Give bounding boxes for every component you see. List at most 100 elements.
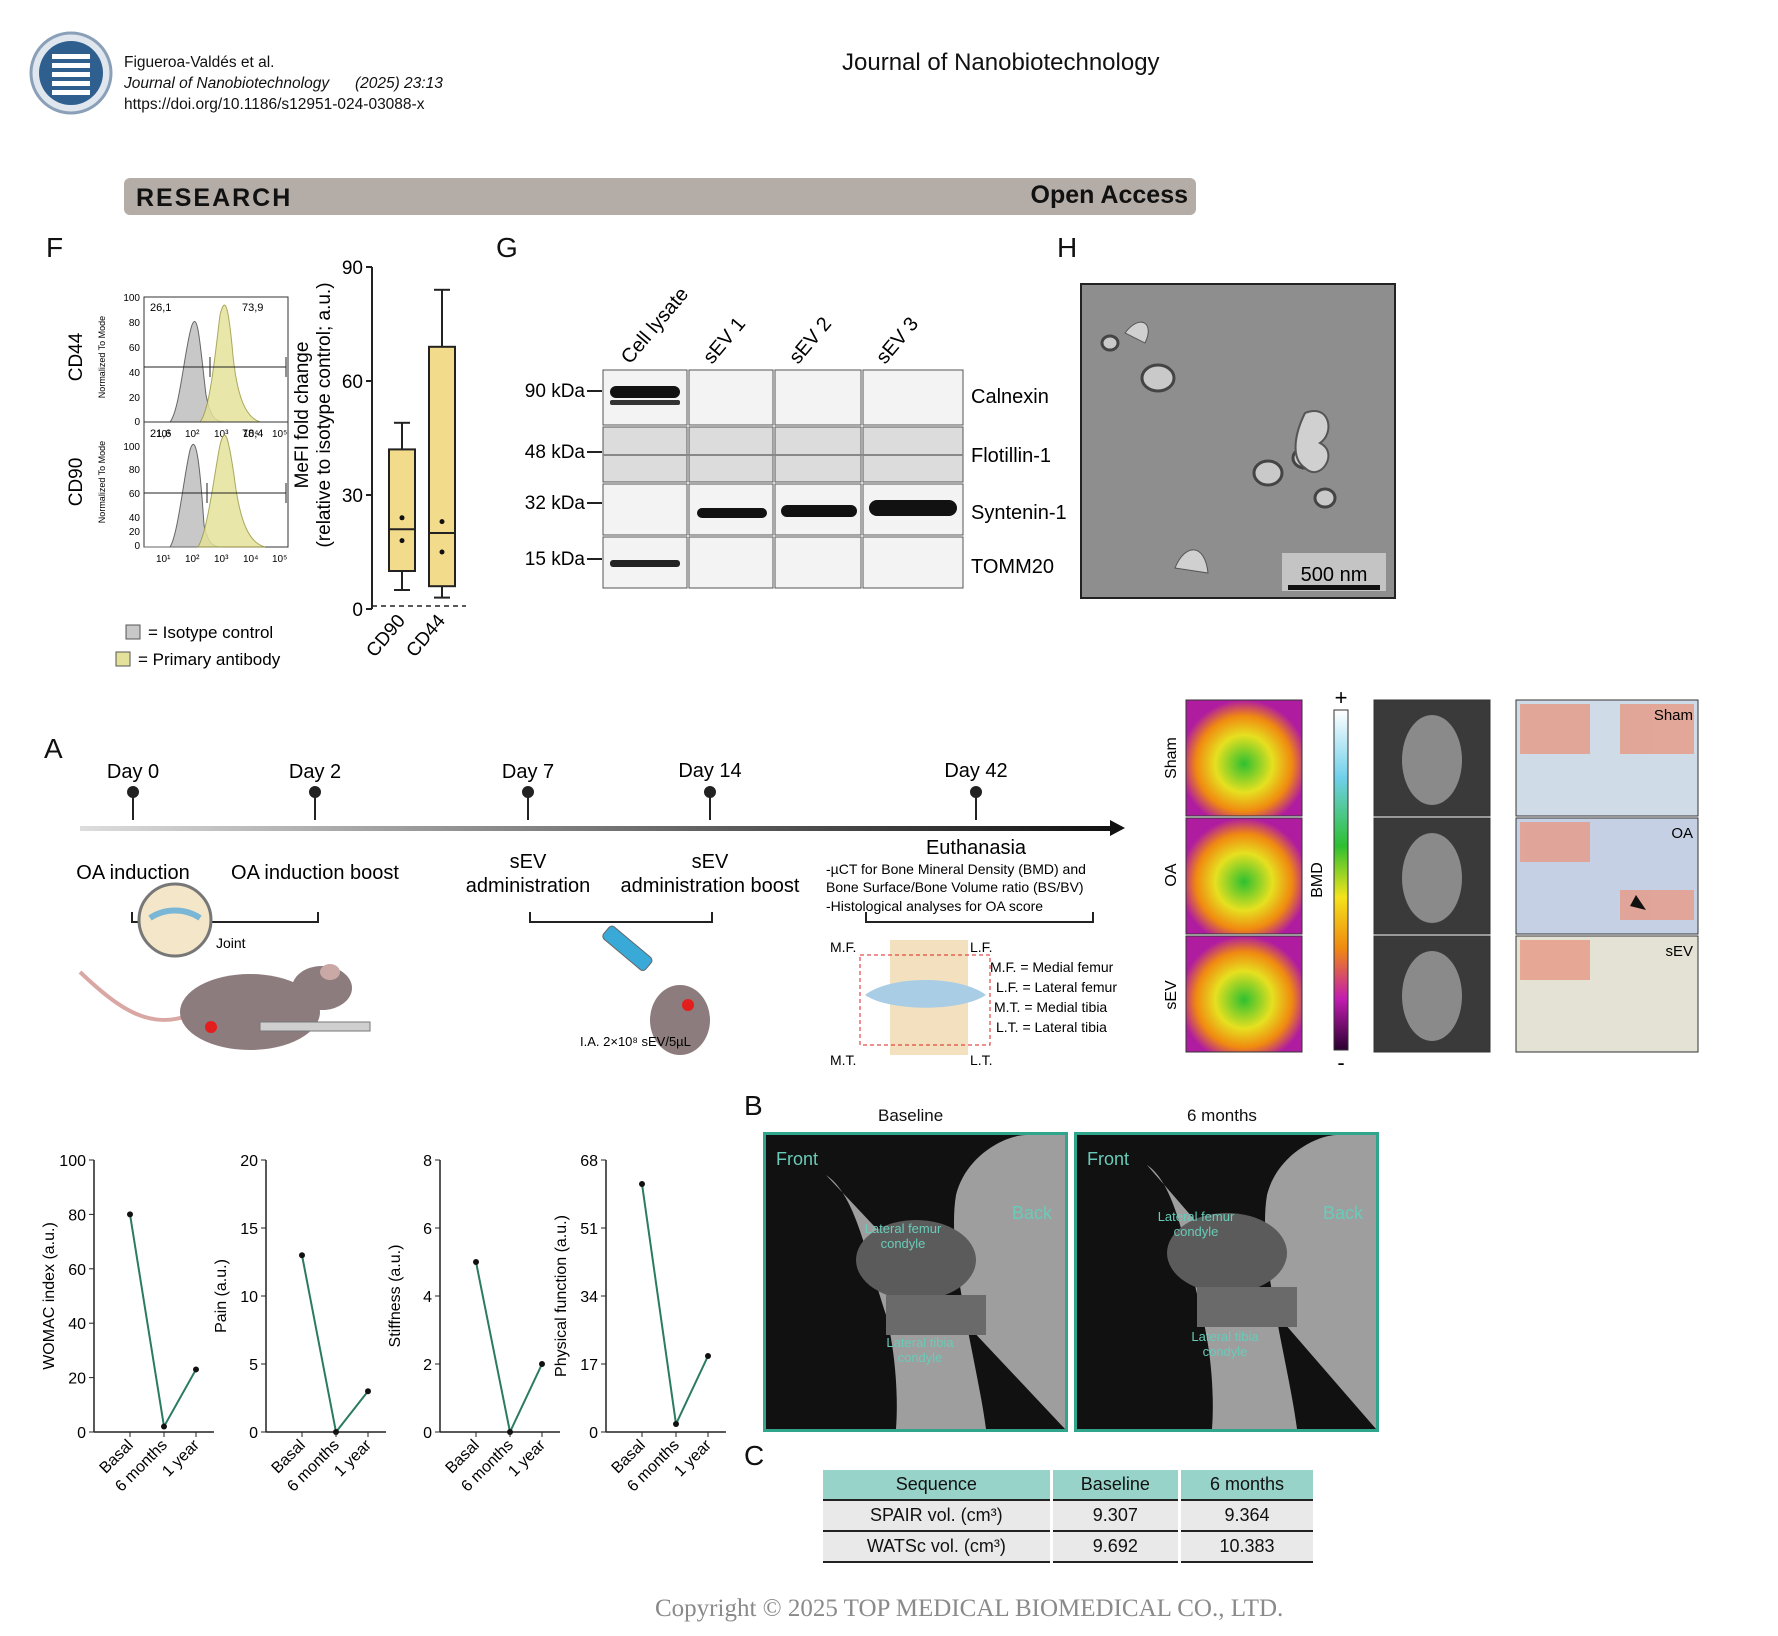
arrowhead-icon	[1630, 895, 1646, 910]
y-axis-label: Stiffness (a.u.)	[387, 1245, 404, 1348]
y-tick-label: 6	[423, 1221, 432, 1238]
y-tick-label: 4	[423, 1289, 432, 1306]
y-axis-label: Pain (a.u.)	[213, 1259, 230, 1333]
svg-text:-µCT for Bone Mineral Density: -µCT for Bone Mineral Density (BMD) and	[826, 861, 1086, 877]
y-tick-label: 68	[580, 1153, 598, 1170]
y-tick-label: 0	[77, 1425, 86, 1442]
svg-text:80: 80	[129, 465, 141, 476]
panel-g-label: G	[496, 232, 518, 263]
lane-label: Cell lysate	[617, 283, 693, 368]
y-tick-label: 30	[342, 486, 363, 507]
panel-b-label: B	[744, 1090, 763, 1121]
ltc-label: Lateral tibia condyle	[886, 1335, 954, 1365]
y-tick-label: 60	[68, 1262, 86, 1279]
svg-text:40: 40	[129, 513, 141, 524]
x-tick-label: 1 year	[505, 1436, 549, 1480]
x-tick-label: 1 year	[159, 1436, 203, 1480]
authors: Figueroa-Valdés et al.	[124, 54, 275, 71]
cd90-right-pct: 78,4	[242, 428, 263, 440]
protein-label: TOMM20	[971, 556, 1054, 578]
bmd-minus: -	[1337, 1050, 1344, 1070]
y-tick-label: 0	[589, 1425, 598, 1442]
y-axis-label: WOMAC index (a.u.)	[41, 1222, 58, 1370]
svg-text:10⁵: 10⁵	[272, 429, 287, 440]
mri-six-months: Front Back Lateral femur condyle Lateral…	[1074, 1132, 1379, 1432]
data-point	[439, 549, 445, 555]
series-line	[475, 1261, 543, 1436]
journal-logo	[29, 31, 113, 115]
data-point	[473, 1259, 479, 1265]
doi-link[interactable]: https://doi.org/10.1186/s12951-024-03088…	[124, 96, 425, 113]
day-label: Day 42	[944, 760, 1007, 782]
svg-text:100: 100	[123, 442, 140, 453]
table-header: 6 months	[1178, 1470, 1313, 1501]
mw-label: 32 kDa	[525, 493, 586, 514]
joint-label: Joint	[216, 935, 246, 951]
data-point	[299, 1252, 305, 1259]
panel-c-label: C	[744, 1440, 765, 1471]
box-ylabel-2: (relative to isotype control; a.u.)	[314, 282, 335, 547]
y-tick-label: 15	[240, 1221, 258, 1238]
year-volume: (2025) 23:13	[354, 75, 443, 92]
series-line	[301, 1255, 369, 1435]
back-label: Back	[1012, 1203, 1053, 1223]
lane-label: sEV 3	[872, 313, 923, 368]
svg-text:10⁵: 10⁵	[272, 554, 287, 565]
svg-text:80: 80	[129, 318, 141, 329]
lane-label: sEV 1	[699, 313, 750, 368]
baseline-title: Baseline	[878, 1106, 944, 1125]
svg-text:sEV: sEV	[1665, 943, 1693, 960]
research-label: RESEARCH	[136, 184, 293, 212]
svg-text:10²: 10²	[185, 554, 200, 565]
bmd-panels: Sham OA sEV + - BMD Sham OA sEV	[1163, 690, 1699, 1070]
cd44-right-pct: 73,9	[242, 302, 263, 314]
svg-text:M.F.: M.F.	[830, 939, 856, 955]
svg-text:L.T.: L.T.	[970, 1052, 993, 1068]
day-label: Day 0	[107, 761, 159, 783]
y-tick-label: 2	[423, 1357, 432, 1374]
journal-short: Journal of Nanobiotechnology	[124, 75, 330, 92]
table-header: Sequence	[823, 1470, 1052, 1501]
flow-histograms: CD44 Normalized To Mode 26,1 73,9 100 80…	[66, 293, 289, 669]
day-label: Day 2	[289, 761, 341, 783]
x-tick-label: CD44	[403, 610, 451, 661]
y-tick-label: 0	[352, 600, 363, 621]
panel-h-label: H	[1057, 232, 1078, 263]
table-row: SPAIR vol. (cm³) 9.307 9.364	[823, 1500, 1313, 1532]
y-axis-label: Physical function (a.u.)	[553, 1215, 570, 1377]
data-point	[365, 1388, 371, 1395]
protein-label: Calnexin	[971, 386, 1049, 408]
group-label: sEV	[1163, 980, 1180, 1010]
svg-text:M.T. = Medial tibia: M.T. = Medial tibia	[994, 999, 1107, 1015]
svg-text:20: 20	[129, 393, 141, 404]
y-tick-label: 100	[59, 1153, 86, 1170]
y-tick-label: 40	[68, 1316, 86, 1333]
legend-primary-swatch	[115, 651, 131, 667]
knee-diagram: M.F. L.F. M.T. L.T. M.F. = Medial femur …	[830, 939, 1117, 1068]
euthanasia: Euthanasia	[926, 837, 1027, 859]
data-point	[399, 538, 405, 544]
data-point	[399, 515, 405, 521]
y-tick-label: 17	[580, 1357, 598, 1374]
legend-isotype-swatch	[125, 624, 141, 640]
mw-label: 15 kDa	[525, 549, 586, 570]
mouse-illustration: Joint	[78, 882, 371, 1050]
protein-label: Flotillin-1	[971, 445, 1051, 467]
svg-text:10⁴: 10⁴	[243, 554, 258, 565]
y-tick-label: 20	[68, 1371, 86, 1388]
cd44-label: CD44	[66, 332, 87, 381]
dose-label: I.A. 2×10⁸ sEV/5µL	[580, 1034, 691, 1049]
copyright: Copyright © 2025 TOP MEDICAL BIOMEDICAL …	[655, 1595, 1284, 1622]
lane-label: sEV 2	[785, 313, 836, 368]
y-tick-label: 20	[240, 1153, 258, 1170]
svg-text:0: 0	[134, 541, 140, 552]
article-banner: RESEARCH Open Access	[124, 178, 1196, 215]
day-label: Day 14	[678, 760, 741, 782]
series-line	[641, 1183, 709, 1428]
svg-text:-Histological analyses for OA: -Histological analyses for OA score	[826, 898, 1043, 914]
group-label: OA	[1163, 863, 1180, 886]
x-tick-label: 1 year	[331, 1436, 375, 1480]
